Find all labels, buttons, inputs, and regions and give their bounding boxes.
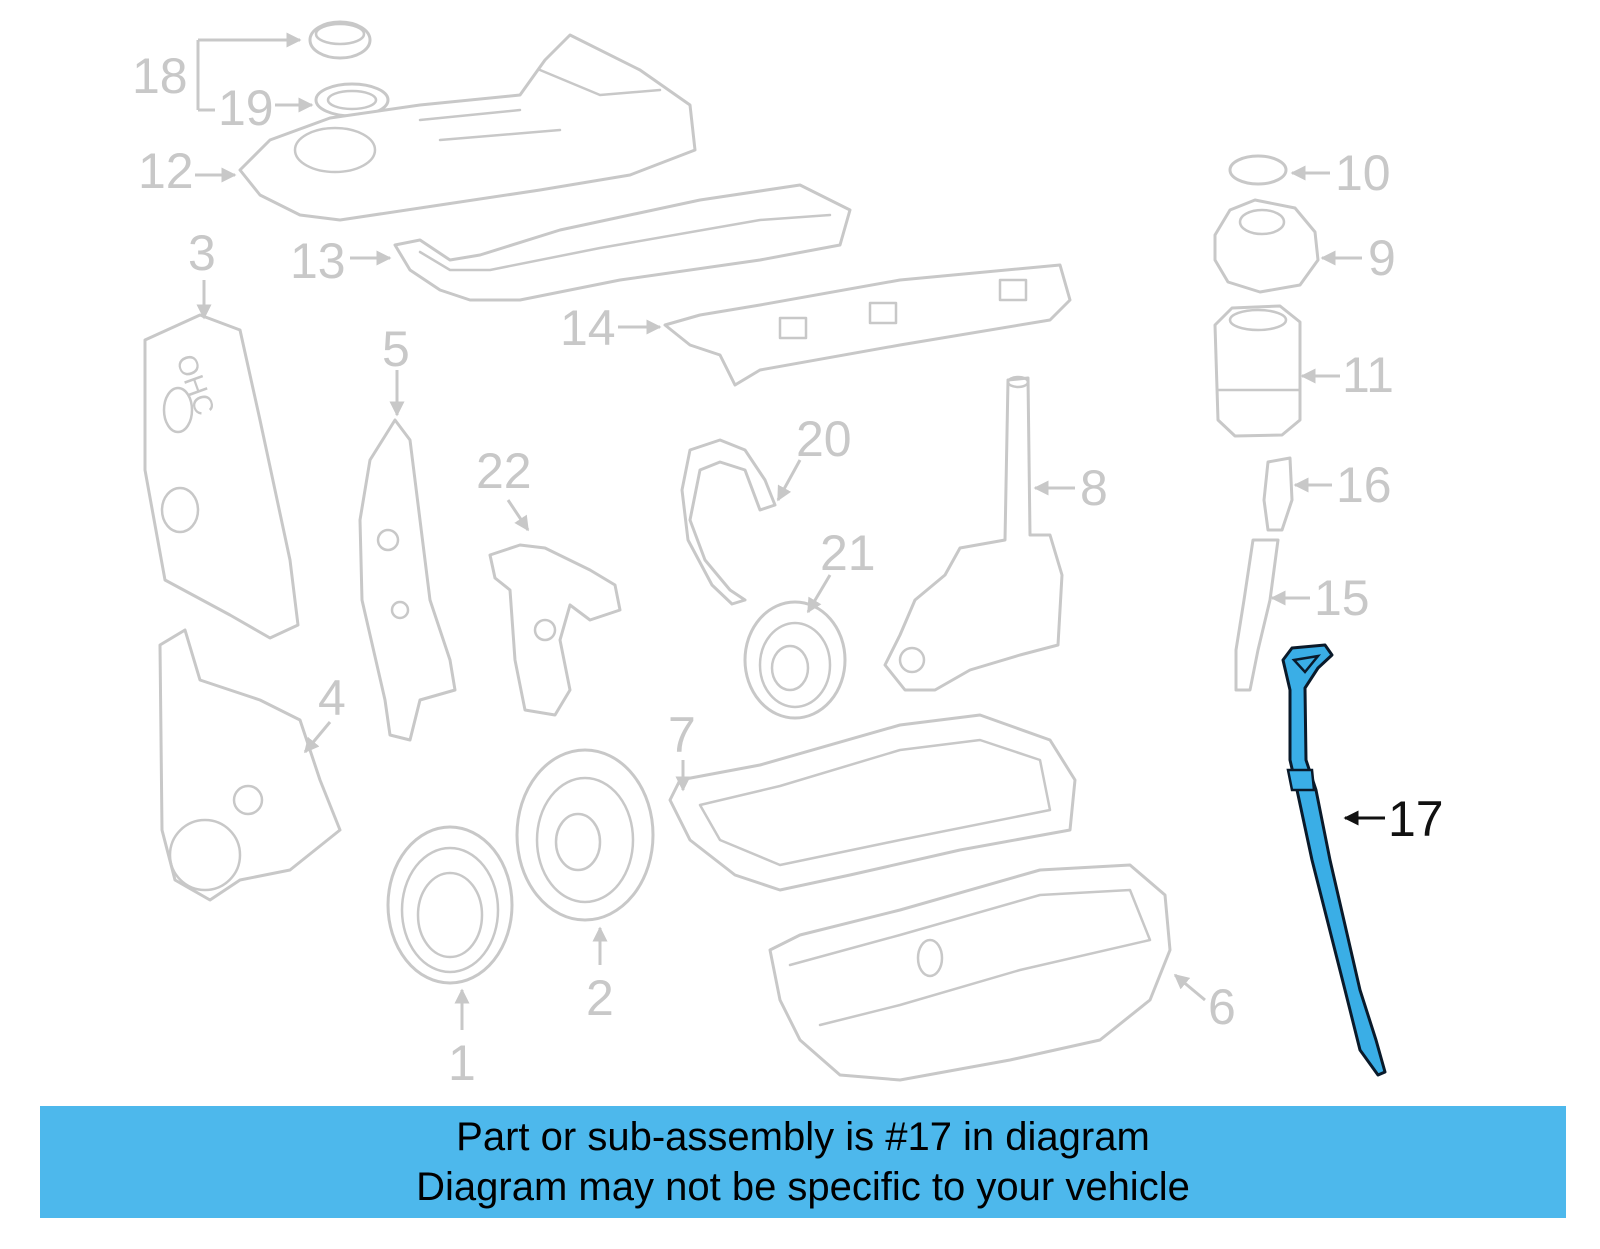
callout-16: 16 xyxy=(1336,457,1392,513)
callout-21: 21 xyxy=(820,525,876,581)
part-dipstick-tube-lower xyxy=(1234,538,1280,692)
callout-20: 20 xyxy=(796,411,852,467)
callout-12: 12 xyxy=(138,143,194,199)
part-oil-dipstick[interactable] xyxy=(1281,643,1387,1077)
part-oil-filter xyxy=(1213,304,1302,438)
callout-6: 6 xyxy=(1208,979,1236,1035)
callout-1: 1 xyxy=(448,1035,476,1091)
part-lower-timing-cover xyxy=(158,628,342,902)
callout-14: 14 xyxy=(560,300,616,356)
callout-4: 4 xyxy=(318,670,346,726)
callout-22: 22 xyxy=(476,443,532,499)
callout-7: 7 xyxy=(668,707,696,763)
callout-2: 2 xyxy=(586,970,614,1026)
part-oil-pan-gasket xyxy=(668,713,1077,892)
callout-9: 9 xyxy=(1368,230,1396,286)
part-o-ring xyxy=(1228,154,1288,186)
part-dipstick-tube-upper xyxy=(1262,456,1294,532)
part-crank-gear xyxy=(386,825,514,985)
banner-line-disclaimer: Diagram may not be specific to your vehi… xyxy=(416,1165,1190,1209)
part-filter-housing xyxy=(1213,198,1320,294)
part-idler-pulley xyxy=(743,600,847,720)
callout-18: 18 xyxy=(132,48,188,104)
part-valve-cover xyxy=(238,33,697,222)
callout-8: 8 xyxy=(1080,460,1108,516)
callout-10: 10 xyxy=(1335,145,1391,201)
callout-15: 15 xyxy=(1314,570,1370,626)
part-timing-bracket xyxy=(358,418,457,742)
part-oil-filler-cap xyxy=(308,20,372,60)
part-filler-cap-seal xyxy=(314,82,390,118)
callout-17: 17 xyxy=(1388,791,1444,847)
part-timing-belt xyxy=(680,438,777,606)
callout-labels: 18 19 12 13 14 3 5 22 20 21 8 10 9 11 16… xyxy=(132,48,1444,1091)
part-oil-pump xyxy=(883,375,1064,692)
callout-11: 11 xyxy=(1342,347,1394,403)
info-banner: Part or sub-assembly is #17 in diagram D… xyxy=(40,1106,1566,1218)
leader-lines xyxy=(195,40,1385,1030)
callout-5: 5 xyxy=(382,321,410,377)
callout-13: 13 xyxy=(290,233,346,289)
part-valve-cover-gasket xyxy=(393,183,852,302)
part-oil-pan xyxy=(768,863,1172,1082)
part-tensioner-bracket xyxy=(488,543,622,717)
callout-19: 19 xyxy=(218,80,274,136)
callout-3: 3 xyxy=(188,225,216,281)
part-rail-cover xyxy=(663,263,1072,387)
banner-line-part: Part or sub-assembly is #17 in diagram xyxy=(456,1115,1150,1159)
part-upper-timing-cover: OHC xyxy=(143,313,300,640)
part-crank-pulley xyxy=(515,748,655,922)
